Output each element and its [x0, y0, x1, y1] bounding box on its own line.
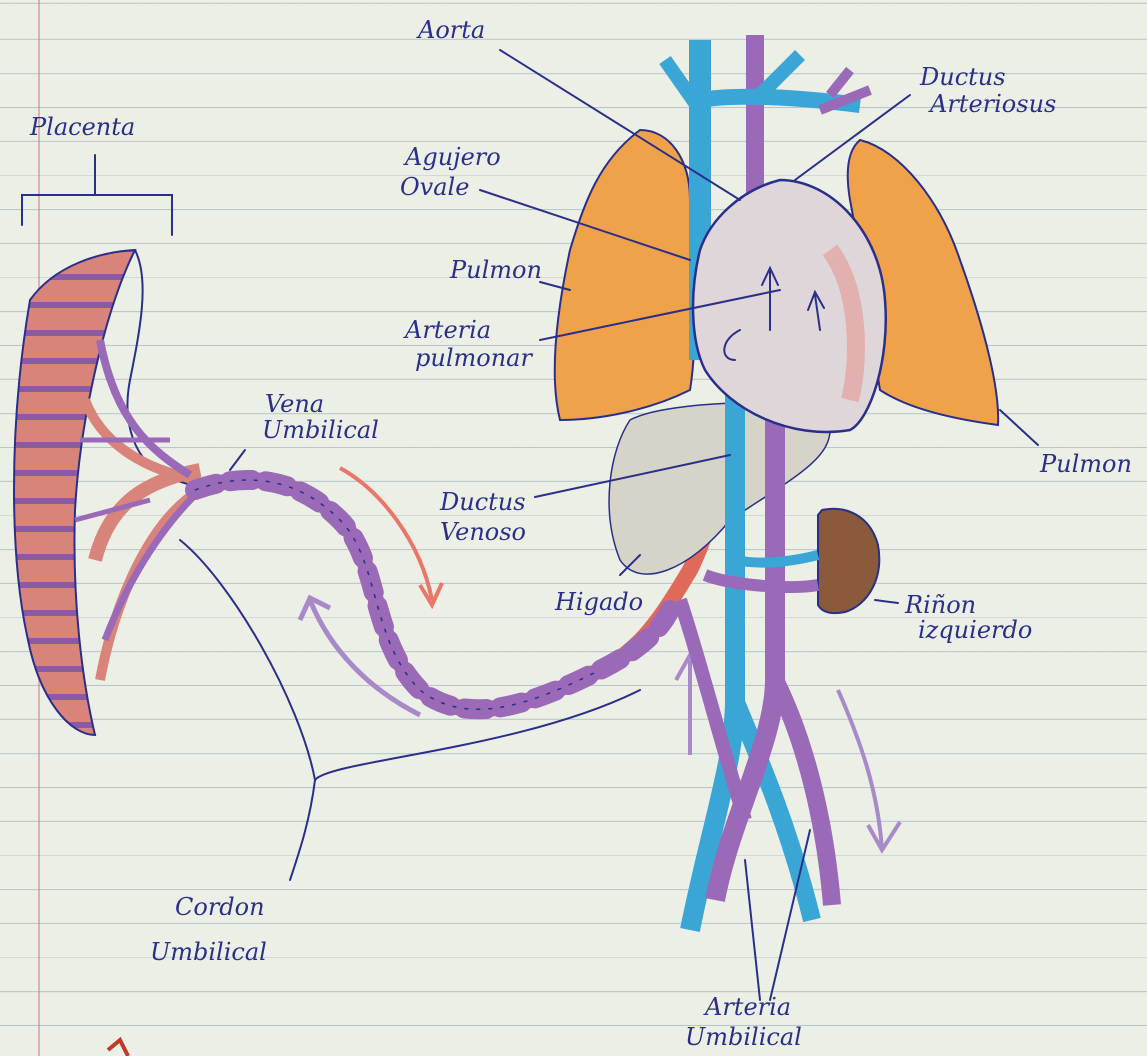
label-pulmon-left: Pulmon [449, 256, 542, 284]
left-kidney [818, 509, 879, 613]
flow-arrow-purple-down [838, 690, 882, 850]
label-cordon-umbilical-2: Umbilical [150, 938, 267, 966]
label-aorta: Aorta [416, 16, 485, 44]
label-rinon-izquierdo-1: Riñon [904, 591, 976, 619]
label-arteria-pulmonar-1: Arteria [403, 316, 491, 344]
label-arteria-umbilical-2: Umbilical [685, 1023, 802, 1051]
label-ductus-venoso-1: Ductus [439, 488, 526, 516]
placenta-drawing [14, 250, 200, 735]
label-pulmon-right: Pulmon [1039, 450, 1132, 478]
placenta-bracket [22, 155, 172, 235]
label-ductus-arterioso-1: Ductus [919, 63, 1006, 91]
label-agujero-ovale-1: Agujero [403, 143, 501, 171]
label-arteria-pulmonar-2: pulmonar [415, 344, 533, 372]
red-pen-mark [108, 1040, 128, 1056]
label-arteria-umbilical-1: Arteria [703, 993, 791, 1021]
left-lung [555, 130, 695, 420]
label-vena-umbilical-1: Vena [265, 390, 324, 418]
label-ductus-arterioso-2: Arteriosus [928, 90, 1056, 118]
label-ductus-venoso-2: Venoso [440, 518, 526, 546]
label-agujero-ovale-2: Ovale [400, 173, 469, 201]
label-placenta: Placenta [29, 113, 135, 141]
label-higado: Higado [554, 588, 643, 616]
label-rinon-izquierdo-2: izquierdo [918, 616, 1032, 644]
label-vena-umbilical-2: Umbilical [262, 416, 379, 444]
label-cordon-umbilical-1: Cordon [175, 893, 265, 921]
